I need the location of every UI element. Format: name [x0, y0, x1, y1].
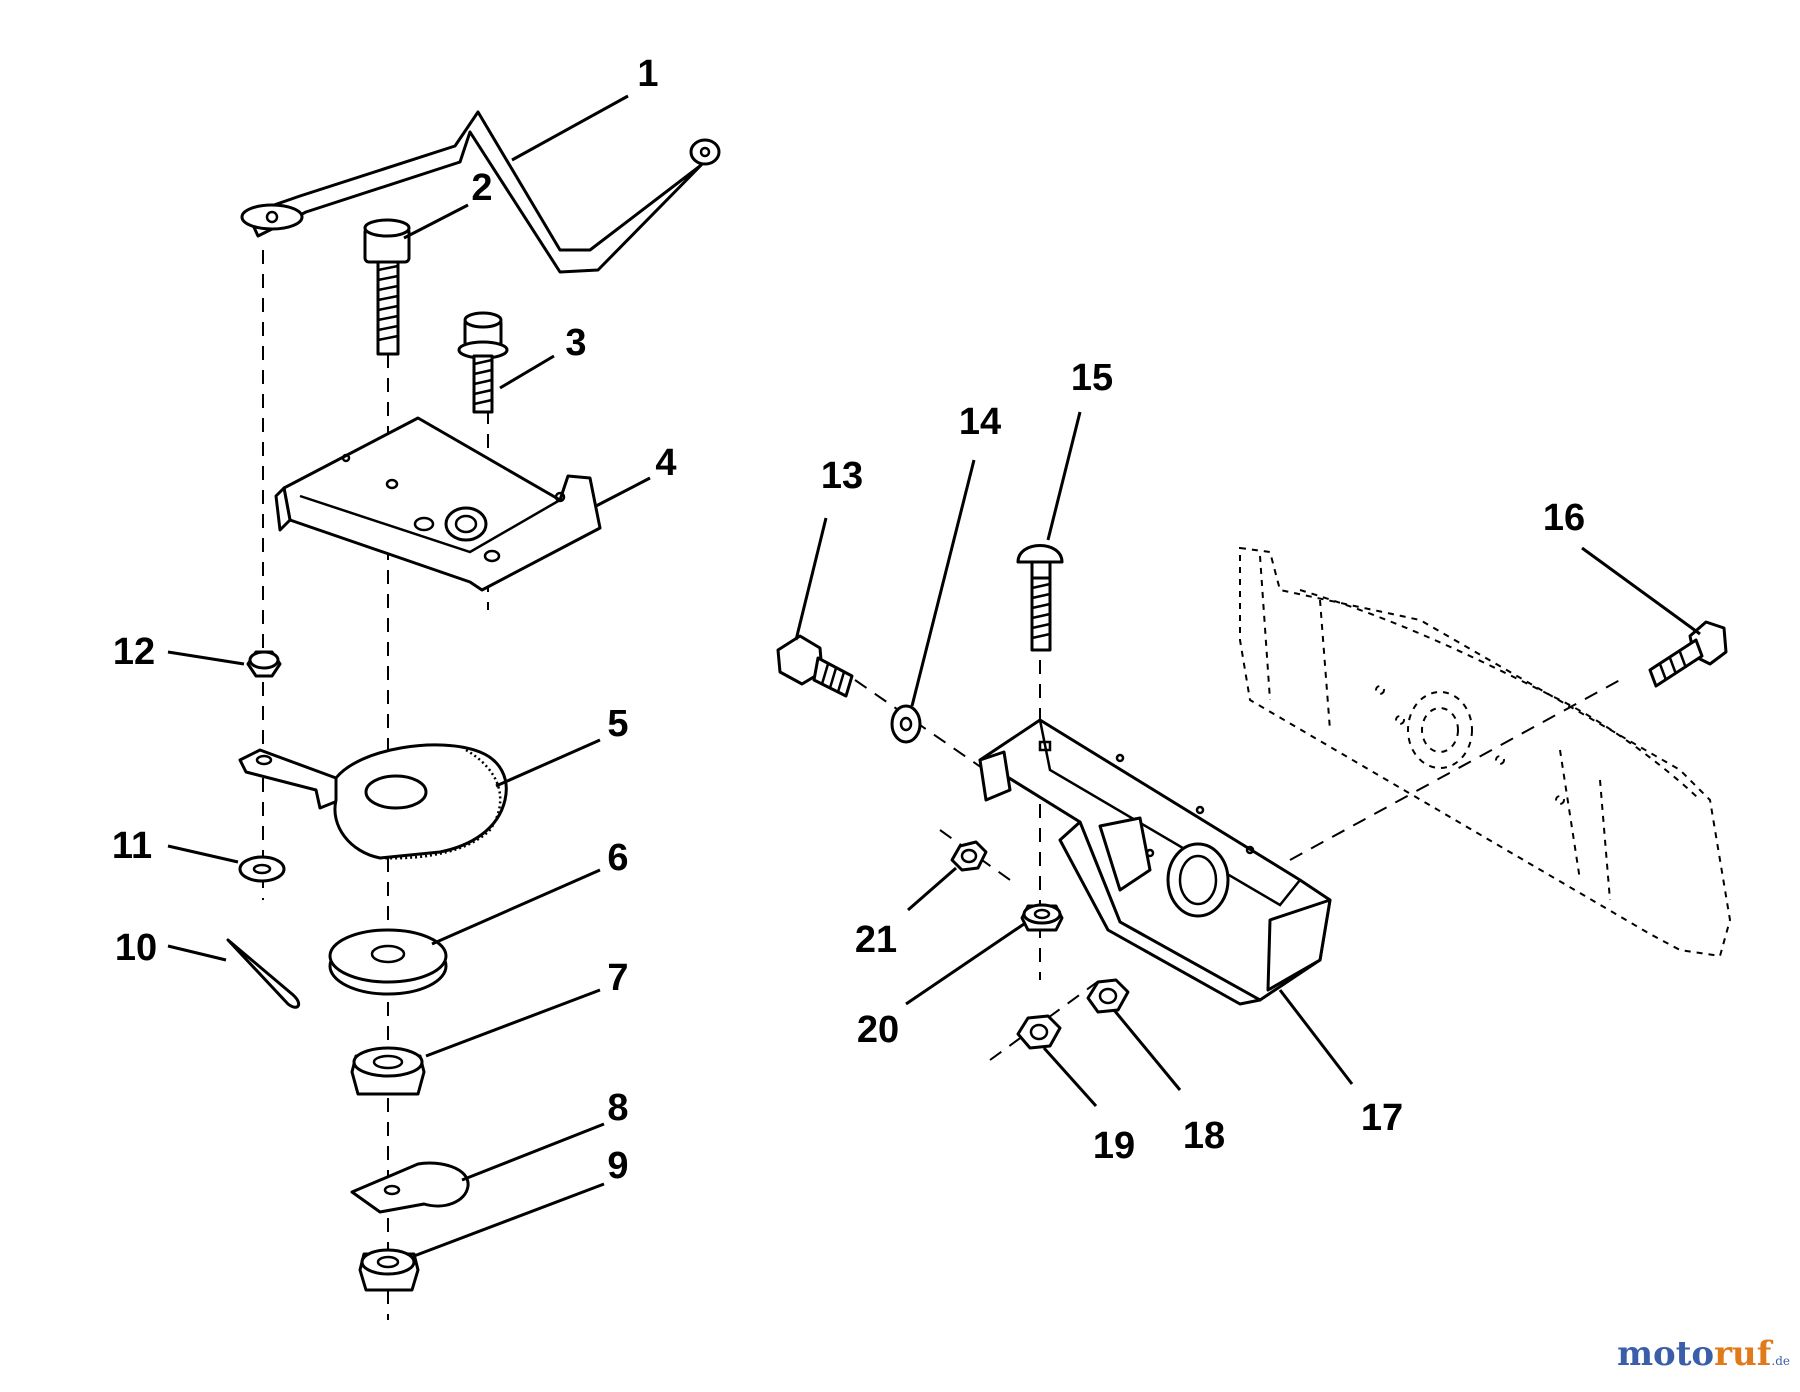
- part-20-nut: [1020, 903, 1064, 932]
- callout-15: 15: [1071, 357, 1113, 399]
- part-11-washer: [238, 855, 286, 883]
- watermark-part2: ruf: [1714, 1334, 1772, 1374]
- callout-19: 19: [1093, 1125, 1135, 1167]
- part-21-nut: [950, 840, 988, 872]
- callout-3: 3: [565, 322, 586, 364]
- callout-12: 12: [113, 631, 155, 673]
- watermark-part1: moto: [1617, 1334, 1715, 1374]
- part-1-shift-rod: [240, 110, 721, 274]
- callout-8: 8: [607, 1087, 628, 1129]
- ghost-housing: [1239, 546, 1732, 958]
- callout-10: 10: [115, 927, 157, 969]
- part-7-nut: [350, 1046, 426, 1096]
- part-6-disc: [328, 928, 448, 996]
- part-15-carriage-bolt: [1016, 544, 1064, 652]
- part-8-clip: [350, 1161, 470, 1214]
- part-18-nut: [1086, 978, 1130, 1014]
- callout-4: 4: [655, 442, 676, 484]
- part-3-bolt: [457, 311, 509, 414]
- callout-labels: 1 2 3 4 12 5 11 6 10 7 8 9 13 14 15 16 1…: [112, 53, 1585, 1187]
- callout-16: 16: [1543, 497, 1585, 539]
- watermark-tld: .de: [1771, 1354, 1790, 1368]
- callout-18: 18: [1183, 1115, 1225, 1157]
- leader-lines: [167, 94, 1701, 1258]
- callout-5: 5: [607, 703, 628, 745]
- callout-1: 1: [637, 53, 658, 95]
- part-17-main-bracket: [978, 718, 1332, 1006]
- part-5-sector-gear: [238, 743, 508, 860]
- callout-21: 21: [855, 919, 897, 961]
- part-19-nut: [1016, 1014, 1062, 1050]
- part-16-bolt: [1648, 620, 1728, 688]
- part-4-bracket: [274, 416, 602, 592]
- part-2-bolt: [363, 218, 411, 356]
- callout-9: 9: [607, 1145, 628, 1187]
- part-14-washer: [890, 704, 922, 744]
- callout-14: 14: [959, 401, 1001, 443]
- callout-17: 17: [1361, 1097, 1403, 1139]
- callout-6: 6: [607, 837, 628, 879]
- part-10-cotter-pin: [226, 938, 301, 1009]
- callout-13: 13: [821, 455, 863, 497]
- part-13-bolt: [776, 634, 854, 698]
- callout-2: 2: [471, 167, 492, 209]
- part-9-nut: [358, 1248, 420, 1292]
- callout-7: 7: [607, 957, 628, 999]
- callout-20: 20: [857, 1009, 899, 1051]
- callout-11: 11: [112, 825, 152, 867]
- part-12-nut: [246, 650, 282, 678]
- watermark-logo: motoruf.de: [1617, 1334, 1790, 1374]
